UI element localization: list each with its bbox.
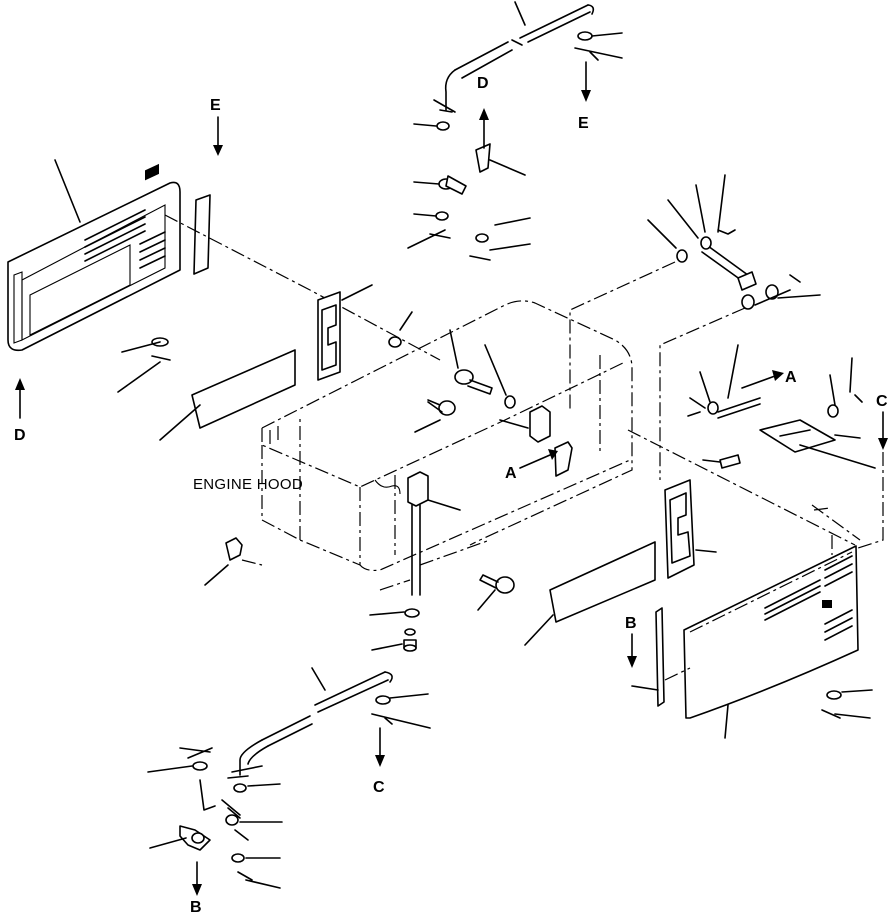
left-pad-leader (159, 404, 201, 441)
washer-leader (399, 311, 413, 331)
bottom-prop-rod (239, 671, 393, 776)
top-prop-rod (444, 4, 595, 111)
bottom-washer-leaders (371, 693, 431, 729)
label-d-top: D (477, 75, 489, 92)
bolt-icon (477, 574, 515, 611)
label-b-right: B (625, 615, 637, 632)
seal-guide-line (664, 667, 691, 681)
arrow-c-bottom (375, 727, 385, 767)
right-door-fastener-leaders (821, 689, 873, 719)
top-right-washer-leaders (754, 274, 821, 306)
top-washer-leaders (574, 32, 623, 61)
arrow-a-right (741, 370, 784, 389)
washer-icon (375, 695, 391, 705)
bottom-fastener-stack (147, 747, 283, 889)
assembly-line-right (627, 429, 861, 555)
arrow-e-left (213, 116, 223, 156)
engine-hood-outline (261, 300, 633, 572)
right-latch-assembly (702, 397, 839, 469)
top-fastener-stack (407, 99, 531, 261)
washer-icon (826, 690, 842, 700)
right-side-door (683, 545, 859, 719)
top-right-pin-leaders (647, 174, 736, 249)
washer-icon (404, 608, 420, 618)
left-door-fastener-leaders (117, 341, 171, 393)
right-latch-leaders (687, 344, 876, 469)
pin-leaders (369, 611, 405, 651)
left-door-seal-strip (193, 194, 211, 275)
hinge-icon (499, 405, 573, 477)
left-plate-leader (341, 284, 373, 301)
washer-icon (504, 395, 516, 409)
label-a-right: A (785, 369, 797, 386)
right-door-louvers (764, 555, 853, 641)
arrow-b-bottom (192, 861, 202, 896)
right-insulation-pad (549, 541, 656, 623)
hinge-pin-top-right (676, 236, 779, 310)
label-e-left: E (210, 97, 221, 114)
right-pad-leader (524, 614, 554, 646)
right-door-seal-strip (655, 607, 665, 707)
arrow-d-left (15, 378, 25, 419)
label-a-hood: A (505, 465, 517, 482)
top-rod-leader (514, 1, 526, 26)
label-c-right: C (876, 393, 888, 410)
bolt-leaders (449, 329, 507, 396)
assembly-line-right-top (569, 261, 746, 480)
c-right-guide (857, 452, 884, 549)
bolt-icon (414, 399, 456, 433)
right-plate-leader (695, 549, 717, 553)
label-b-bottom: B (190, 899, 202, 912)
bottom-rod-leader (311, 667, 326, 691)
arrow-c-right (878, 411, 888, 450)
label-d-left: D (14, 427, 26, 444)
arrow-a-hood (519, 449, 558, 469)
clip-icon (204, 537, 263, 586)
washer-icon (577, 31, 593, 41)
engine-hood-label: ENGINE HOOD (193, 476, 303, 493)
bolt-icon (454, 369, 493, 395)
left-door-louvers (84, 209, 166, 269)
hinge-guide-line (379, 539, 491, 591)
pin-icon (403, 628, 417, 652)
hinge-icon (407, 471, 461, 511)
label-e-top: E (578, 115, 589, 132)
label-c-bottom: C (373, 779, 385, 796)
left-insulation-pad (191, 349, 296, 429)
right-door-leader (724, 704, 729, 739)
right-rubber-plate (664, 479, 695, 579)
arrow-d-top (479, 108, 489, 149)
arrow-b-right (627, 633, 637, 668)
seal-bracket-line (631, 685, 659, 691)
arrow-e-top (581, 61, 591, 102)
left-door-leader (54, 159, 81, 223)
hinge-rod (411, 504, 421, 596)
washer-icon (388, 336, 402, 348)
left-side-door (7, 163, 181, 352)
